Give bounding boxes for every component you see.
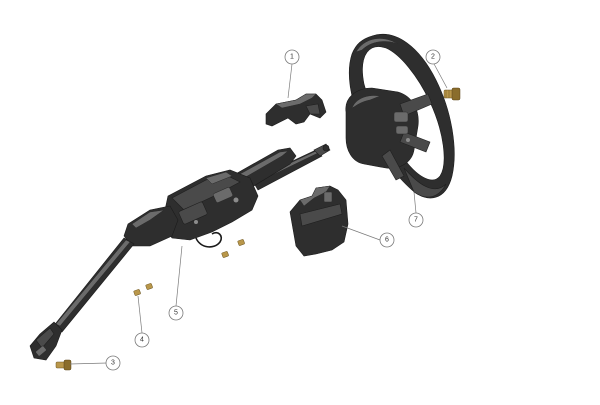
callout-3-label: 3 bbox=[111, 360, 115, 367]
callout-6: 6 bbox=[379, 232, 395, 248]
column-mounting-nuts bbox=[133, 239, 245, 296]
callout-7: 7 bbox=[408, 212, 424, 228]
callout-2-label: 2 bbox=[431, 54, 435, 61]
callout-5-label: 5 bbox=[174, 310, 178, 317]
u-joint-pinch-bolt bbox=[55, 359, 72, 371]
callout-7-label: 7 bbox=[414, 217, 418, 224]
callout-2: 2 bbox=[425, 49, 441, 65]
callout-1: 1 bbox=[284, 49, 300, 65]
steering-column-assembly bbox=[29, 143, 331, 361]
upper-column-shroud bbox=[265, 93, 327, 127]
lower-column-shroud bbox=[289, 185, 349, 257]
callout-4-label: 4 bbox=[140, 337, 144, 344]
callout-1-label: 1 bbox=[290, 54, 294, 61]
steering-wheel bbox=[345, 34, 455, 199]
callout-3: 3 bbox=[105, 355, 121, 371]
leader-lines bbox=[69, 61, 448, 365]
callout-5: 5 bbox=[168, 305, 184, 321]
callout-4: 4 bbox=[134, 332, 150, 348]
steering-wheel-bolt bbox=[443, 87, 461, 101]
callout-6-label: 6 bbox=[385, 237, 389, 244]
